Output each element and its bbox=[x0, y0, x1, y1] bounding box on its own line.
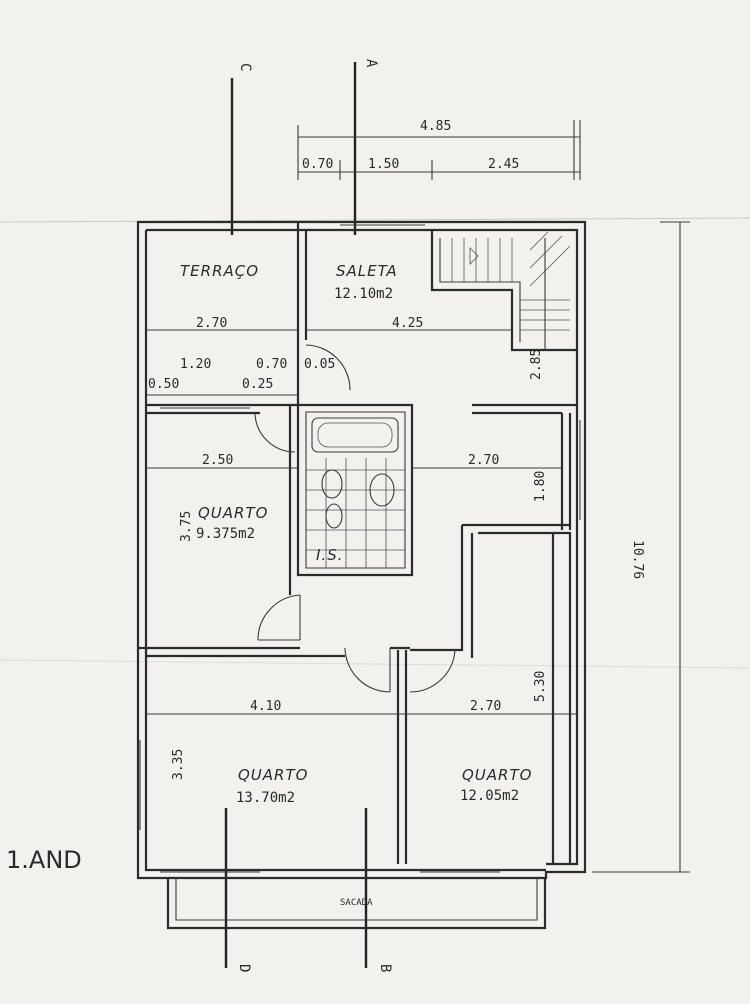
room-area-saleta: 12.10m2 bbox=[334, 286, 393, 302]
room-area-quarto-small: 9.375m2 bbox=[196, 526, 255, 542]
section-axis-c: C bbox=[230, 63, 253, 235]
room-name-quarto-right: QUARTO bbox=[462, 766, 532, 784]
dim-total-right: 10.76 bbox=[630, 540, 645, 579]
bathtub bbox=[311, 417, 399, 453]
outer-walls bbox=[136, 220, 587, 880]
axis-label-c: C bbox=[237, 63, 253, 71]
room-name-quarto-left: QUARTO bbox=[238, 766, 308, 784]
dim-0-50: 0.50 bbox=[148, 377, 179, 392]
dim-0-25: 0.25 bbox=[242, 377, 273, 392]
dim-0-05: 0.05 bbox=[304, 357, 335, 372]
bathroom-fixtures: I.S. bbox=[306, 417, 405, 568]
axis-label-a: A bbox=[363, 59, 379, 68]
top-dimension-chain: 4.85 0.70 1.50 2.45 bbox=[297, 119, 581, 180]
room-area-quarto-left: 13.70m2 bbox=[236, 790, 295, 806]
dim-quarto-right-width: 2.70 bbox=[470, 699, 501, 714]
balcony: SACADA bbox=[166, 878, 547, 930]
dim-quarto-left-width: 4.10 bbox=[250, 699, 281, 714]
room-name-quarto-small: QUARTO bbox=[198, 504, 268, 522]
dim-quarto-small-height: 3.75 bbox=[179, 511, 194, 542]
dim-top-3: 2.45 bbox=[488, 157, 519, 172]
right-dimension: 10.76 bbox=[592, 221, 690, 873]
interior-walls bbox=[138, 222, 581, 873]
dim-top-1: 0.70 bbox=[302, 157, 333, 172]
bidet-icon bbox=[325, 503, 343, 529]
room-name-saleta: SALETA bbox=[336, 262, 398, 280]
bath-label: I.S. bbox=[316, 546, 343, 564]
dim-0-70: 0.70 bbox=[256, 357, 287, 372]
dim-terraco-width: 2.70 bbox=[196, 316, 227, 331]
dim-quarto-left-height: 3.35 bbox=[171, 749, 186, 780]
sink-icon bbox=[369, 473, 395, 507]
balcony-label: SACADA bbox=[340, 898, 373, 908]
floor-label: 1.AND bbox=[6, 846, 82, 874]
dim-stair-height: 2.85 bbox=[529, 349, 544, 380]
section-axis-b: B bbox=[364, 808, 393, 972]
axis-label-d: D bbox=[236, 964, 252, 972]
room-name-terraco: TERRAÇO bbox=[180, 262, 259, 280]
section-axis-d: D bbox=[224, 808, 252, 972]
dim-quarto-small-width: 2.50 bbox=[202, 453, 233, 468]
dim-right-wing-height: 5.30 bbox=[533, 671, 548, 702]
paper-fold-line bbox=[0, 217, 750, 223]
dim-1-20: 1.20 bbox=[180, 357, 211, 372]
dim-saleta-width: 4.25 bbox=[392, 316, 423, 331]
axis-label-b: B bbox=[377, 964, 393, 972]
paper-faint-line bbox=[0, 659, 750, 669]
section-axis-a: A bbox=[353, 59, 379, 235]
room-area-quarto-right: 12.05m2 bbox=[460, 788, 519, 804]
toilet-icon bbox=[321, 469, 343, 499]
dim-hall-width: 2.70 bbox=[468, 453, 499, 468]
dim-top-2: 1.50 bbox=[368, 157, 399, 172]
dim-hall-height: 1.80 bbox=[533, 471, 548, 502]
dim-total-top: 4.85 bbox=[420, 119, 451, 134]
